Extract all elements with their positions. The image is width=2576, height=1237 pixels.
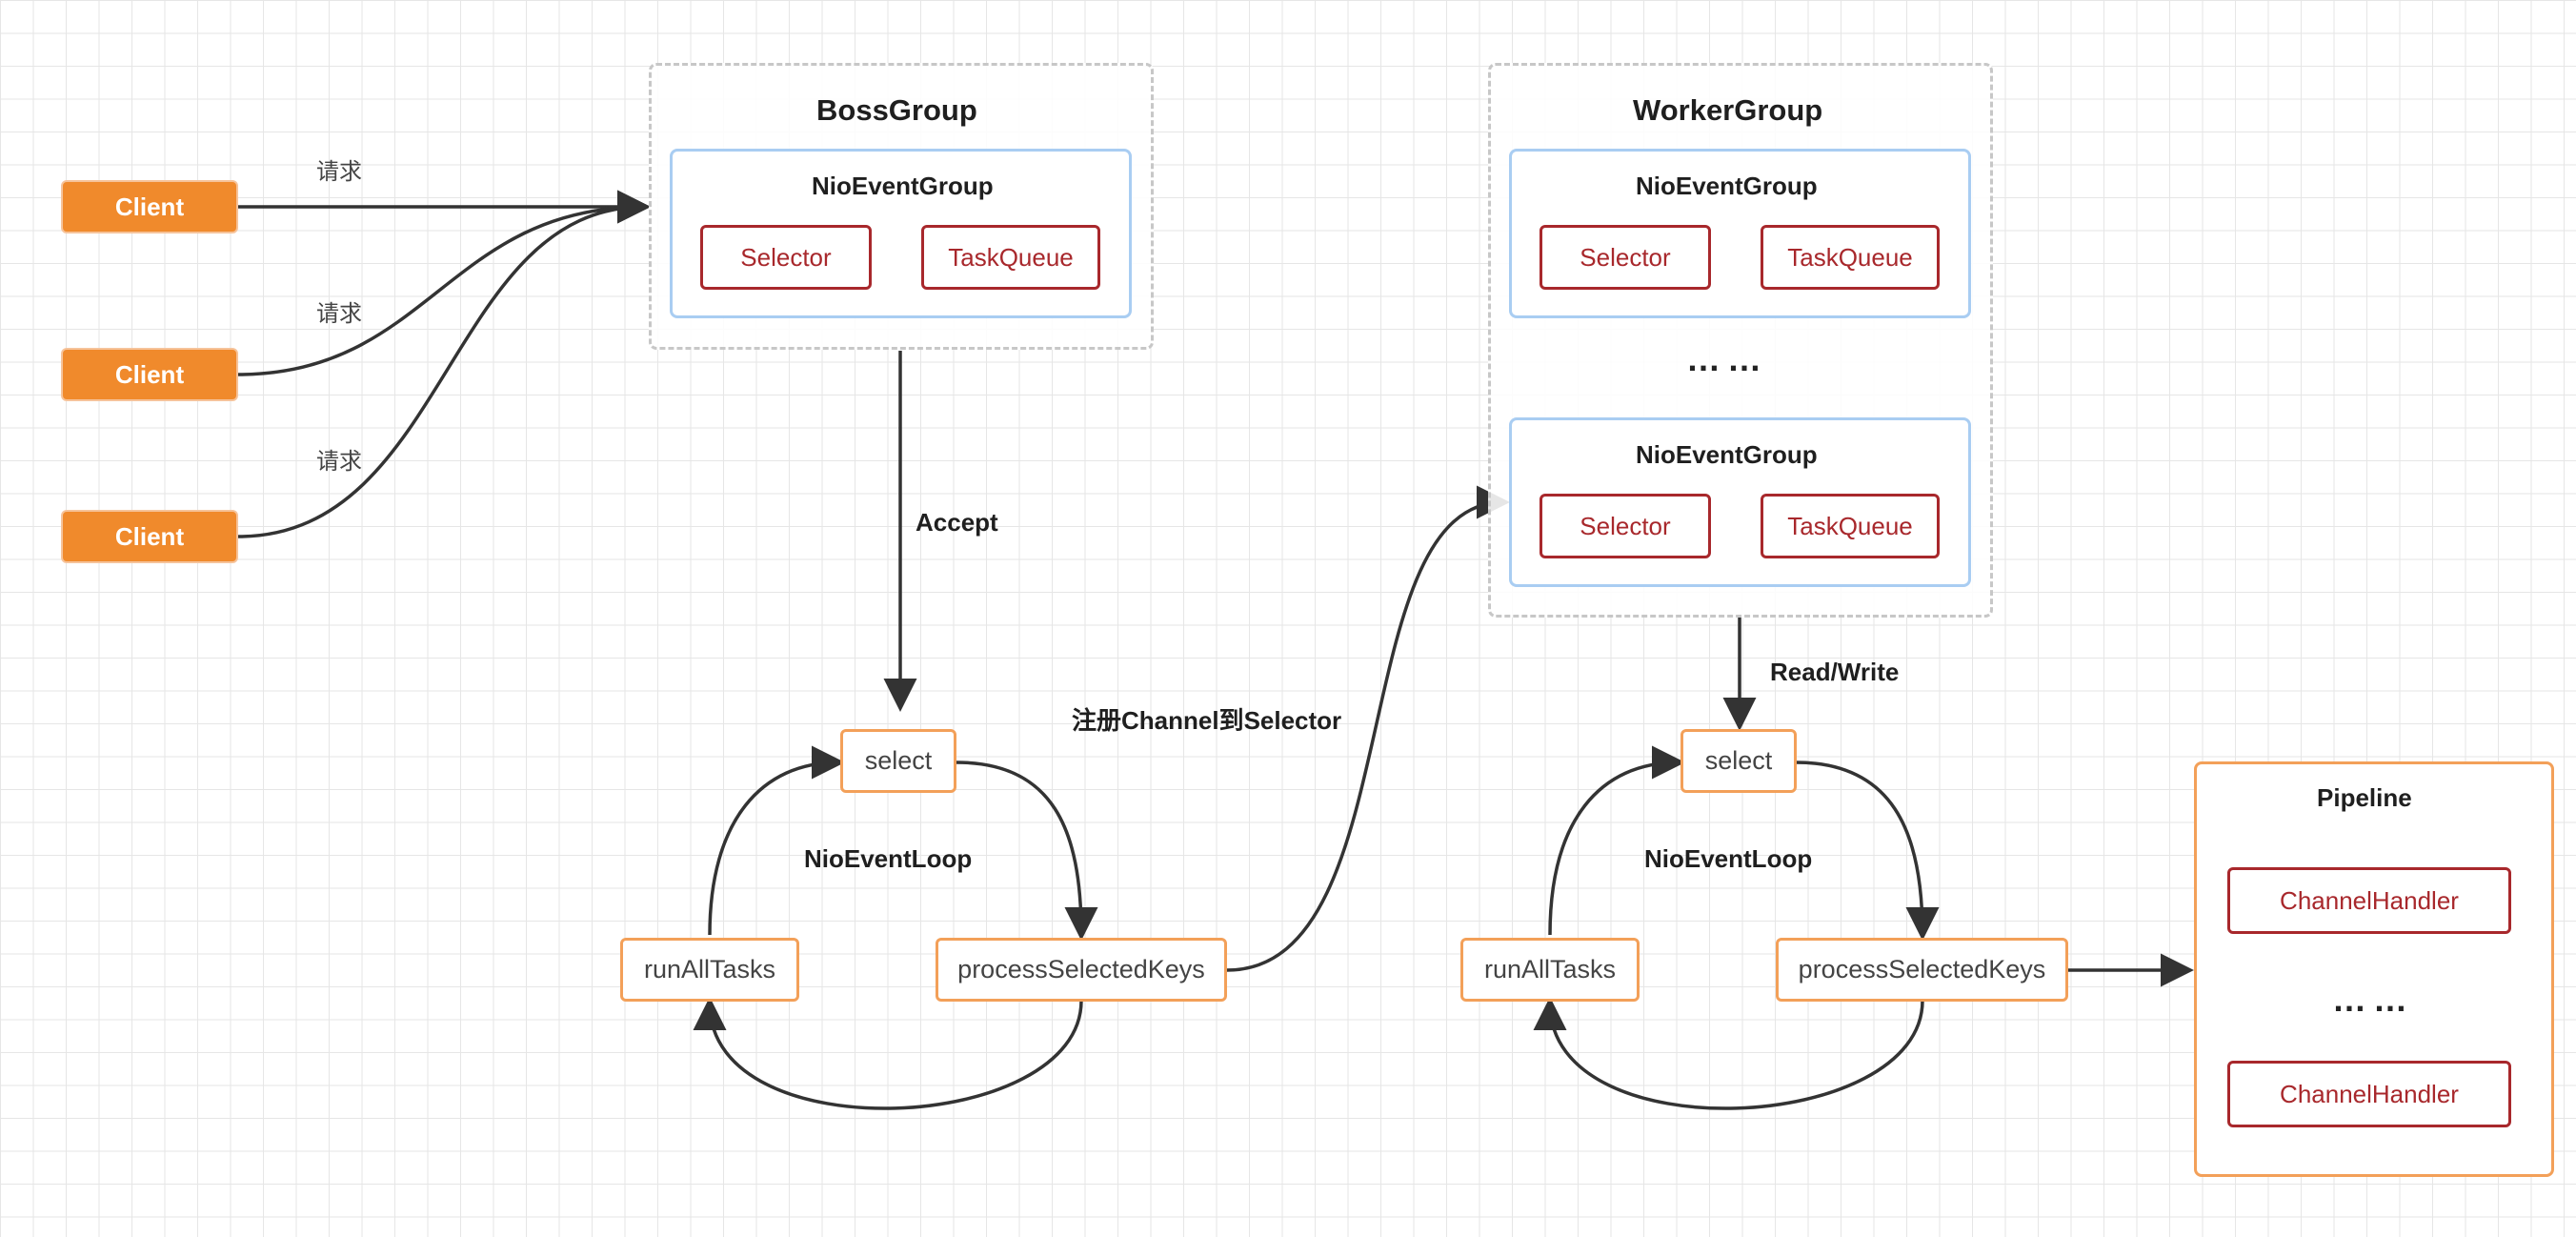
worker-run-tasks-node[interactable]: runAllTasks [1460, 938, 1640, 1002]
worker-group-ellipsis: …… [1686, 339, 1768, 378]
worker-process-keys-node[interactable]: processSelectedKeys [1776, 938, 2068, 1002]
boss-group-title: BossGroup [816, 93, 977, 127]
boss-nio-event-group-title: NioEventGroup [812, 172, 994, 200]
client-node-1[interactable]: Client [61, 180, 238, 233]
worker-group-title: WorkerGroup [1633, 93, 1823, 127]
accept-label: Accept [916, 508, 998, 537]
worker-nio-event-group-1-title: NioEventGroup [1636, 172, 1818, 200]
worker-selector-2[interactable]: Selector [1540, 494, 1711, 558]
channel-handler-2[interactable]: ChannelHandler [2227, 1061, 2511, 1127]
request-label-1: 请求 [316, 159, 362, 185]
worker-task-queue-1[interactable]: TaskQueue [1761, 225, 1940, 290]
boss-process-keys-node[interactable]: processSelectedKeys [936, 938, 1227, 1002]
pipeline-ellipsis: …… [2332, 980, 2414, 1019]
boss-select-node[interactable]: select [840, 729, 956, 793]
boss-selector[interactable]: Selector [700, 225, 872, 290]
edge-client2-to-boss [237, 190, 651, 376]
request-label-3: 请求 [316, 449, 362, 475]
edge-client3-to-boss [237, 190, 651, 538]
channel-handler-1[interactable]: ChannelHandler [2227, 867, 2511, 934]
boss-run-tasks-node[interactable]: runAllTasks [620, 938, 799, 1002]
pipeline-title: Pipeline [2317, 783, 2412, 812]
boss-task-queue[interactable]: TaskQueue [921, 225, 1100, 290]
worker-task-queue-2[interactable]: TaskQueue [1761, 494, 1940, 558]
edge-worker-run-to-select [1548, 745, 1685, 936]
edge-worker-process-to-run [1533, 997, 1924, 1110]
client-label: Client [114, 192, 185, 221]
edge-register-to-worker [1226, 485, 1510, 972]
register-channel-label: 注册Channel到Selector [1072, 706, 1342, 735]
worker-nio-event-group-2-title: NioEventGroup [1636, 440, 1818, 469]
client-node-3[interactable]: Client [61, 510, 238, 563]
client-label: Client [114, 521, 185, 551]
client-label: Client [114, 359, 185, 389]
boss-loop-title: NioEventLoop [804, 844, 973, 873]
edge-boss-run-to-select [708, 745, 845, 936]
worker-loop-title: NioEventLoop [1644, 844, 1813, 873]
edge-worker-select-to-process [1795, 760, 1940, 941]
request-label-2: 请求 [316, 301, 362, 327]
edge-boss-select-to-process [956, 760, 1098, 941]
client-node-2[interactable]: Client [61, 348, 238, 401]
worker-select-node[interactable]: select [1680, 729, 1797, 793]
worker-selector-1[interactable]: Selector [1540, 225, 1711, 290]
edge-boss-process-to-run [693, 997, 1083, 1110]
read-write-label: Read/Write [1770, 658, 1900, 686]
